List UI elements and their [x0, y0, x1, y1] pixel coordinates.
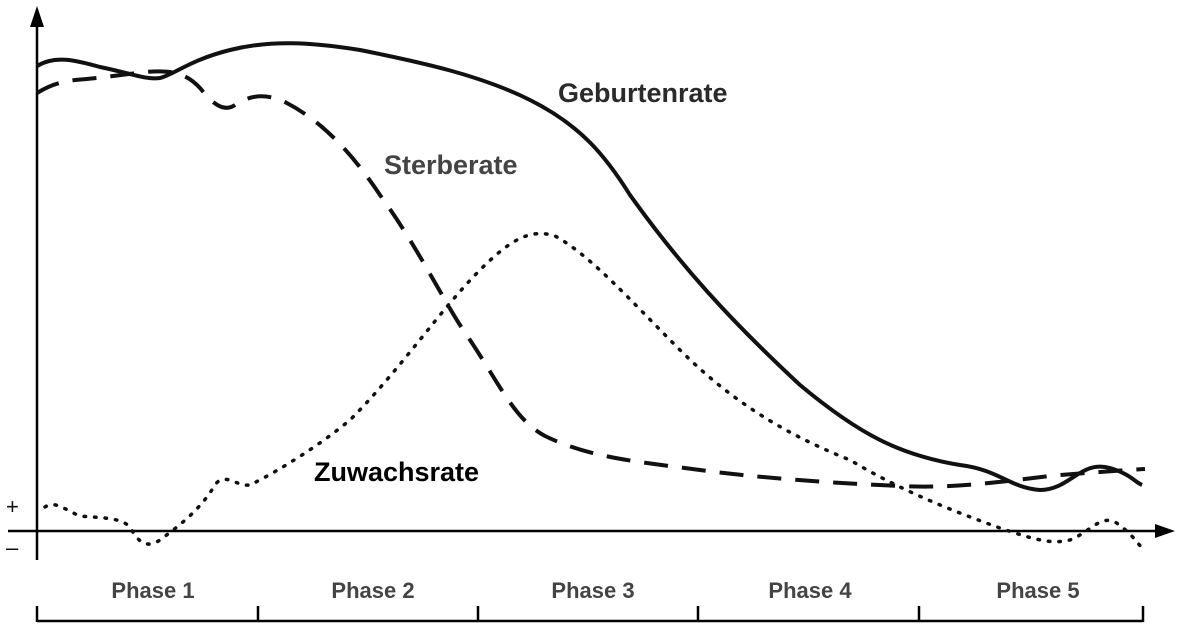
- growth-rate-label: Zuwachsrate: [314, 457, 480, 487]
- x-axis-arrow-icon: [1155, 524, 1175, 538]
- phase-4-label: Phase 4: [768, 578, 852, 603]
- plus-marker: +: [6, 494, 19, 519]
- phase-5-label: Phase 5: [996, 578, 1080, 603]
- growth-rate-line: [43, 231, 1144, 550]
- phase-1-label: Phase 1: [111, 578, 195, 603]
- birth-rate-line: [35, 41, 1143, 493]
- y-axis-arrow-icon: [30, 6, 44, 27]
- phase-3-label: Phase 3: [551, 578, 635, 603]
- death-rate-line: [35, 69, 1146, 489]
- death-rate-label: Sterberate: [384, 150, 518, 180]
- phase-2-label: Phase 2: [331, 578, 415, 603]
- birth-rate-label: Geburtenrate: [558, 78, 728, 108]
- minus-marker: –: [6, 535, 19, 560]
